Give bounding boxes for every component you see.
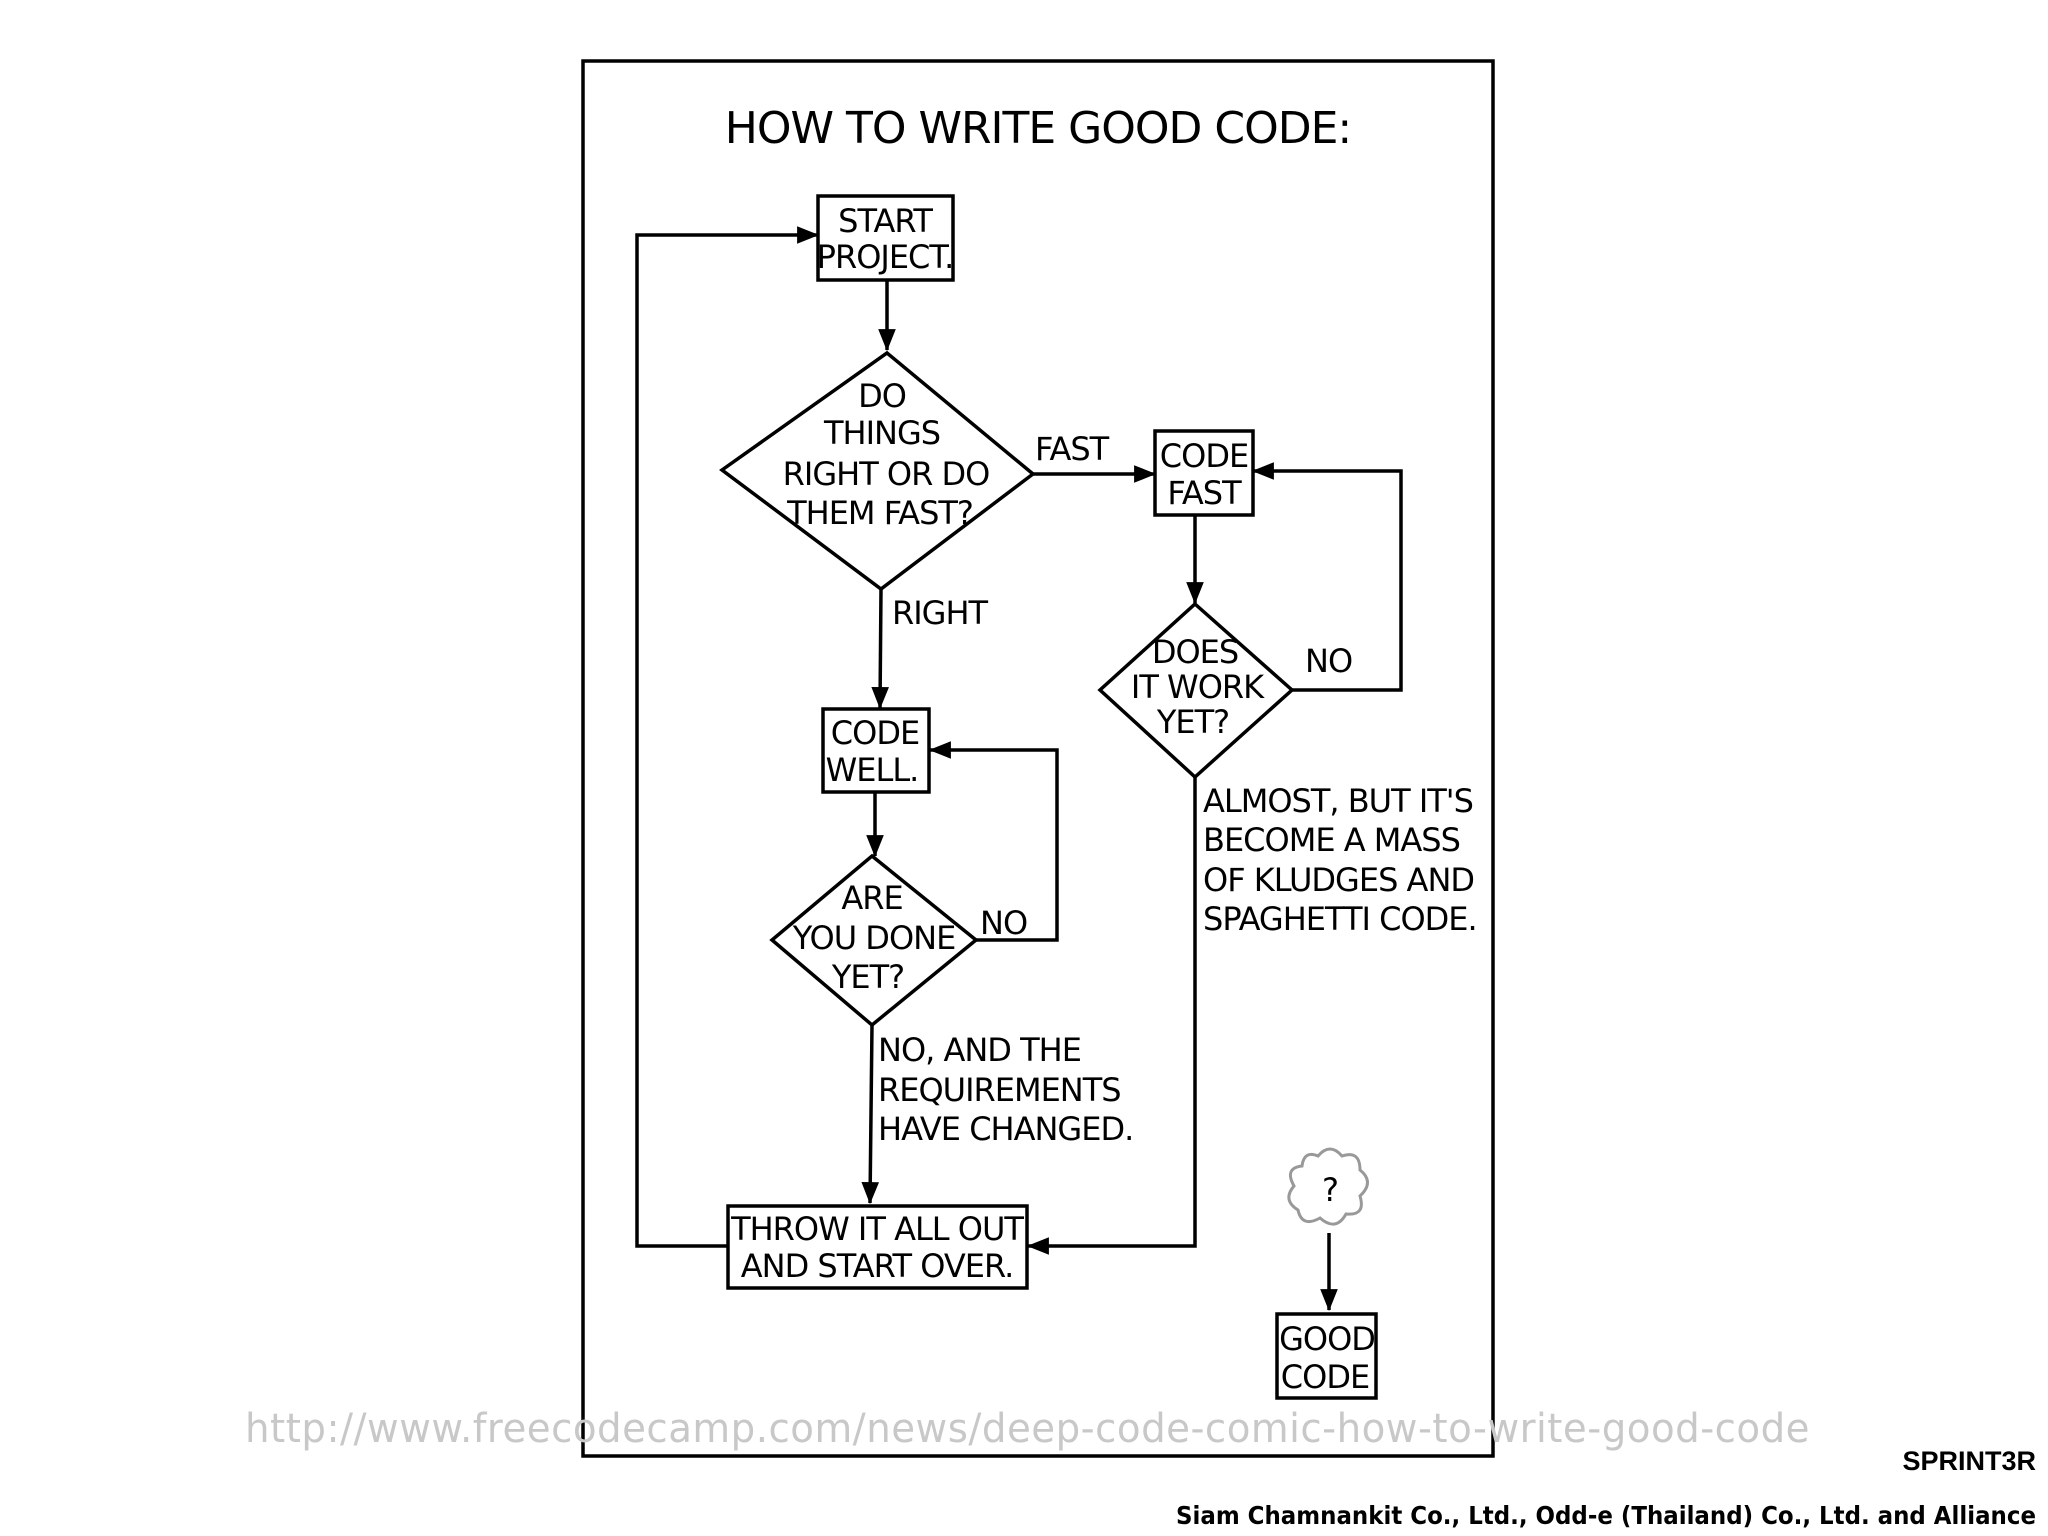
svg-text:YET?: YET? [1156,703,1229,741]
label-almost: ALMOST, BUT IT'S BECOME A MASS OF KLUDGE… [1203,782,1478,938]
svg-text:YET?: YET? [831,958,904,996]
edge-almost [1026,777,1197,1255]
edge-requirements [861,1024,880,1205]
svg-text:DO: DO [858,377,906,415]
svg-text:DOES: DOES [1152,633,1238,671]
footer-credits: Siam Chamnankit Co., Ltd., Odd-e (Thaila… [1176,1501,2036,1530]
node-mystery-cloud: ? [1287,1147,1369,1226]
svg-text:RIGHT OR DO: RIGHT OR DO [783,455,990,493]
svg-text:THEM FAST?: THEM FAST? [786,494,973,532]
node-decision-right-or-fast: DO THINGS RIGHT OR DO THEM FAST? [719,350,1036,592]
label-requirements-changed: NO, AND THE REQUIREMENTS HAVE CHANGED. [878,1031,1134,1148]
node-code-fast: CODE FAST [1153,429,1255,517]
label-fast: FAST [1035,430,1110,468]
svg-text:OF KLUDGES AND: OF KLUDGES AND [1203,861,1474,899]
node-throw-it-out: THROW IT ALL OUT AND START OVER. [726,1204,1029,1290]
source-url[interactable]: http://www.freecodecamp.com/news/deep-co… [245,1406,1810,1452]
node-decision-does-it-work: DOES IT WORK YET? [1097,601,1295,780]
svg-text:IT WORK: IT WORK [1131,668,1265,706]
svg-text:NO, AND THE: NO, AND THE [878,1031,1081,1069]
svg-text:?: ? [1322,1171,1338,1209]
edge-right [871,588,889,710]
node-decision-are-you-done: ARE YOU DONE YET? [769,853,979,1028]
svg-text:FAST: FAST [1167,474,1242,512]
label-no-work: NO [1305,642,1352,680]
svg-text:CODE: CODE [1160,437,1248,475]
node-code-well: CODE WELL. [821,707,931,794]
connectors [635,226,1403,1312]
svg-text:GOOD: GOOD [1279,1320,1375,1358]
svg-text:ALMOST, BUT IT'S: ALMOST, BUT IT'S [1203,782,1473,820]
node-start-project: START PROJECT. [816,194,955,282]
node-good-code: GOOD CODE [1275,1312,1378,1400]
edge-done-no-loop [928,741,1059,942]
svg-text:BECOME A MASS: BECOME A MASS [1203,821,1460,859]
brand-logo-text: SPRINT3R [1902,1446,2036,1476]
svg-text:SPAGHETTI CODE.: SPAGHETTI CODE. [1203,900,1477,938]
comic-title: HOW TO WRITE GOOD CODE: [725,103,1352,154]
svg-text:CODE: CODE [1281,1358,1369,1396]
svg-text:WELL.: WELL. [826,751,919,789]
svg-text:START: START [838,202,933,240]
label-right: RIGHT [892,594,989,632]
edge-work-no-loop [1251,462,1403,692]
svg-text:REQUIREMENTS: REQUIREMENTS [878,1071,1121,1109]
svg-text:AND START OVER.: AND START OVER. [741,1247,1014,1285]
svg-text:HAVE CHANGED.: HAVE CHANGED. [878,1110,1133,1148]
svg-text:YOU DONE: YOU DONE [792,919,956,957]
svg-text:THINGS: THINGS [823,414,940,452]
svg-text:ARE: ARE [841,879,902,917]
svg-text:CODE: CODE [831,714,919,752]
label-no-done: NO [980,904,1027,942]
edge-start-over-loop [635,226,820,1248]
svg-text:PROJECT.: PROJECT. [817,238,954,276]
svg-text:THROW IT ALL OUT: THROW IT ALL OUT [730,1210,1024,1248]
